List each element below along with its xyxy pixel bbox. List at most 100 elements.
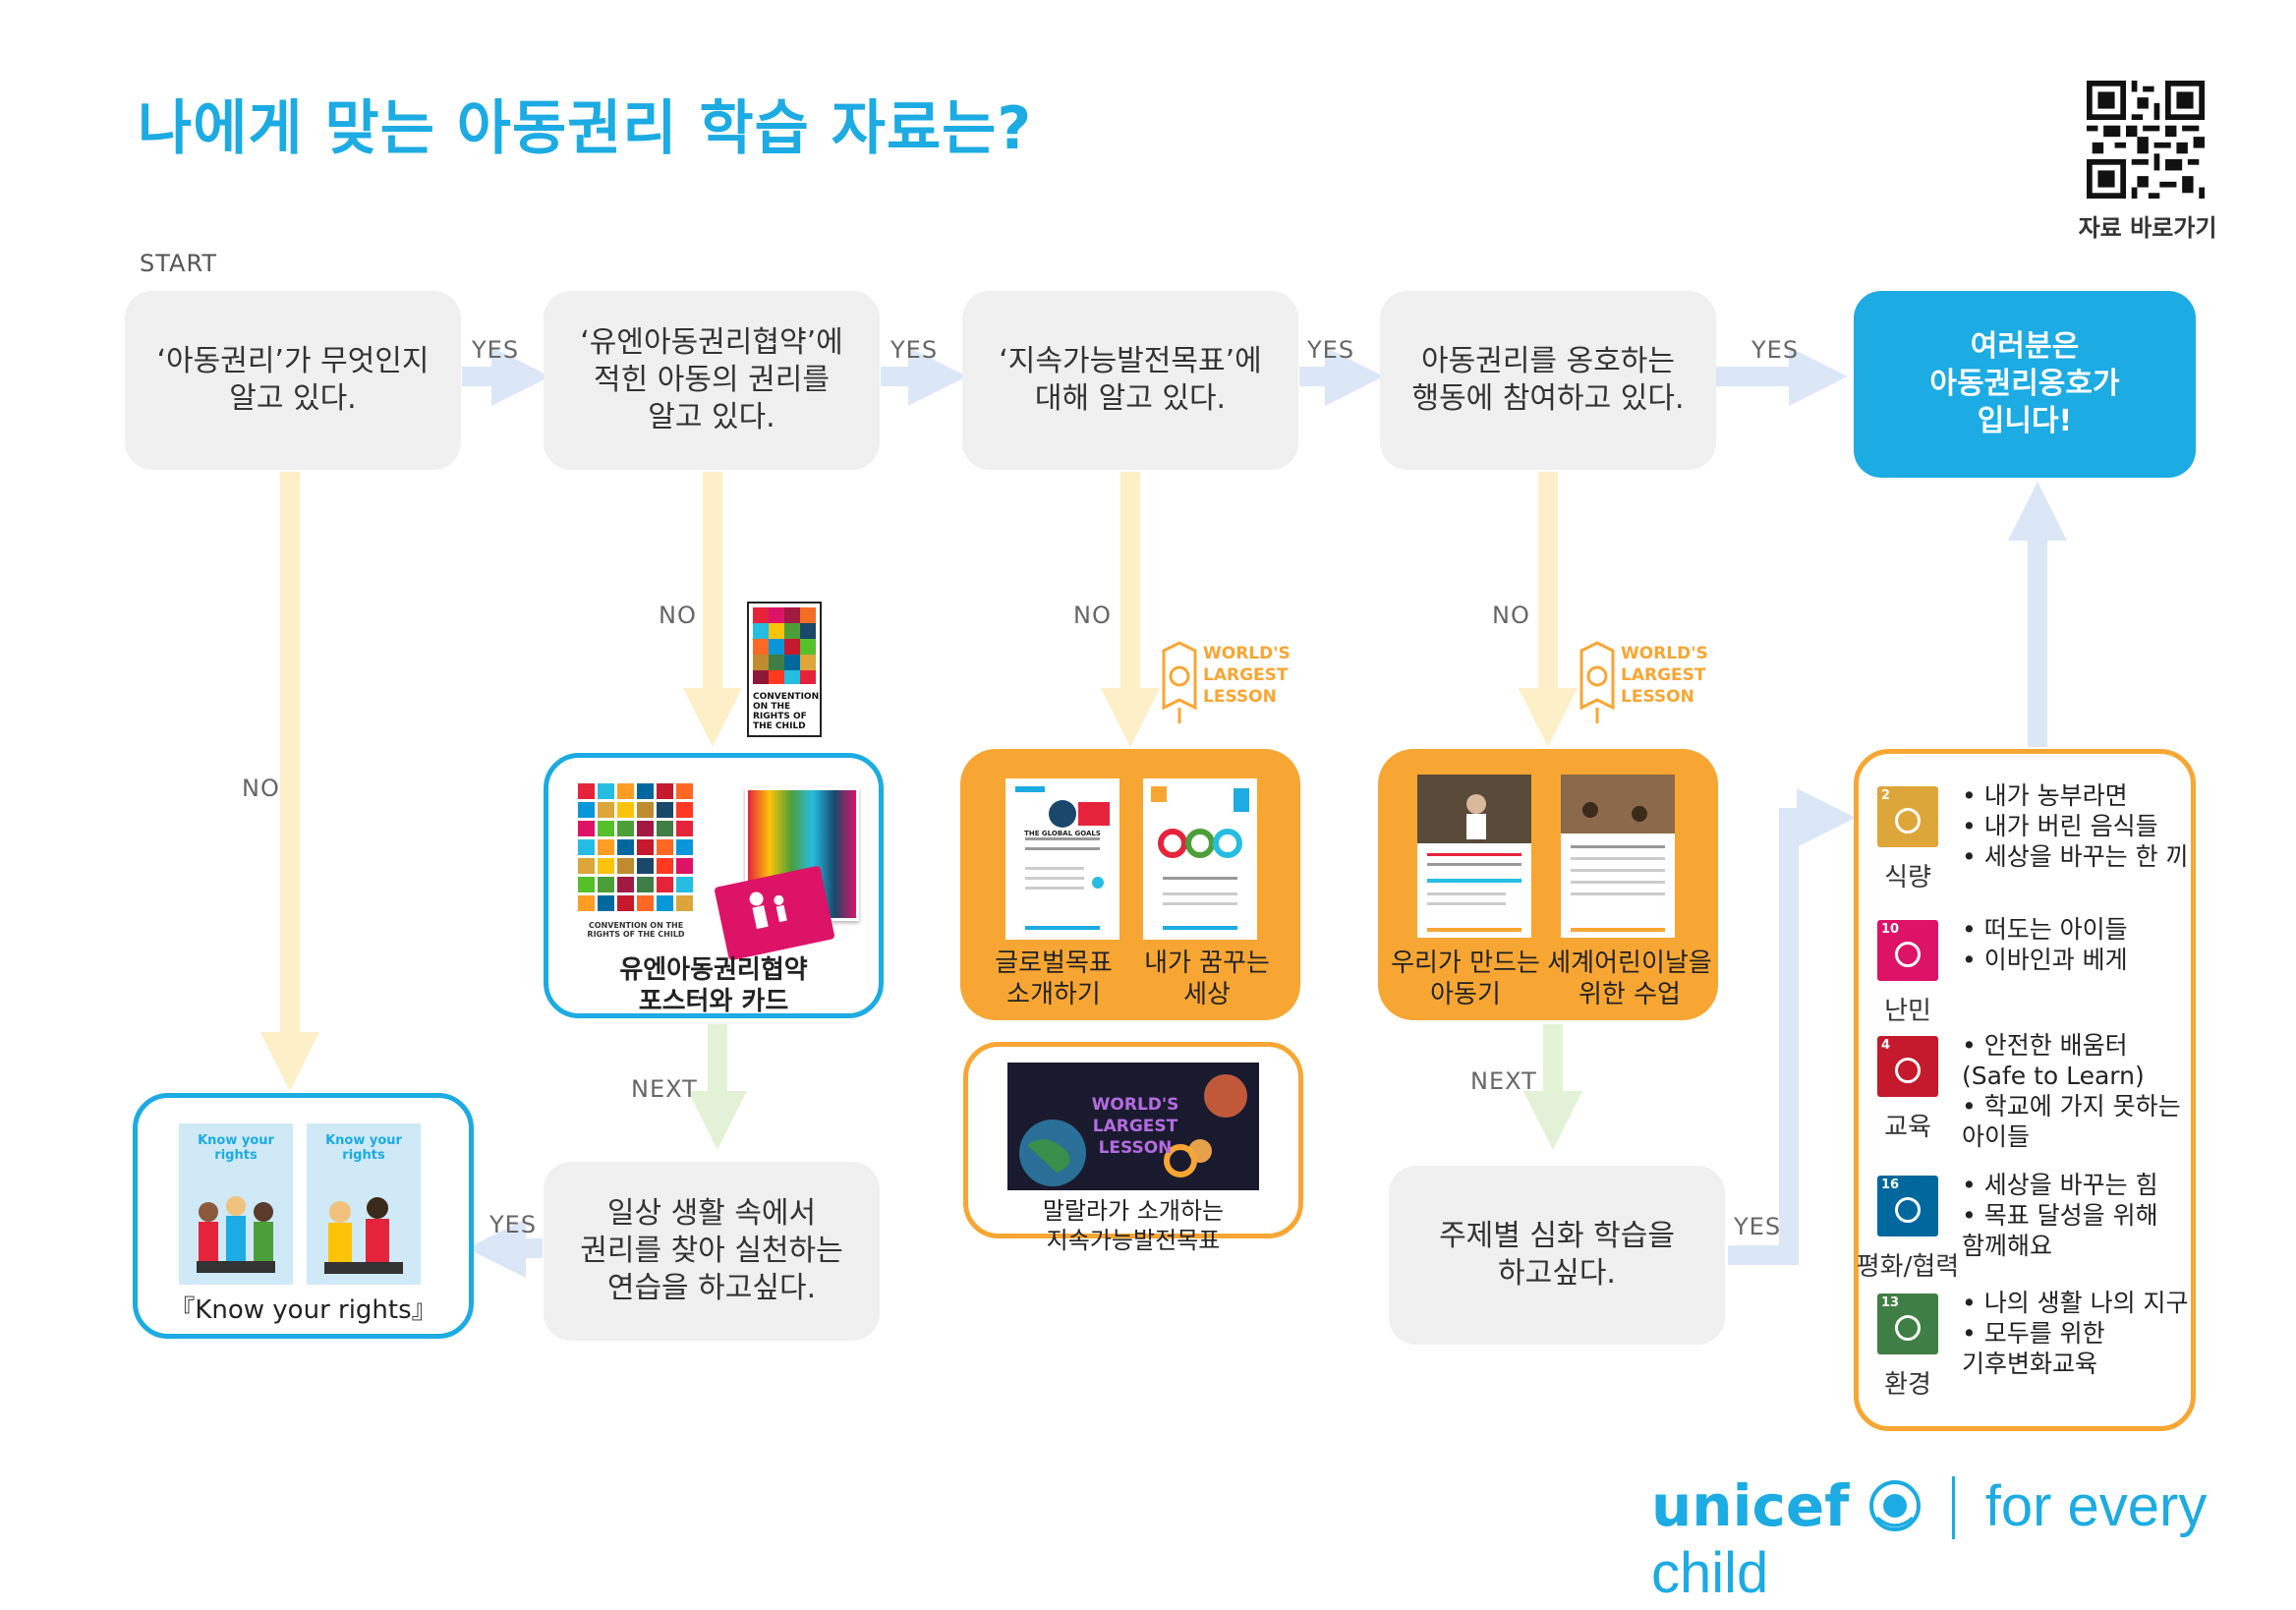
crc-article-tile [617,858,634,874]
dream-world-doc-graphic [1151,786,1249,930]
global-goals-doc: THE GLOBAL GOALS [1005,778,1119,940]
crc-article-tile [637,877,654,892]
unicef-wordmark: unicef [1651,1472,1850,1539]
practice-box: 일상 생활 속에서 권리를 찾아 실천하는 연습을 하고싶다. [544,1162,880,1341]
crc-article-tile [657,858,673,874]
crc-article-tile [637,895,654,911]
sdg-13-badge: 13 [1877,1294,1938,1354]
unicef-globe-icon [1868,1480,1921,1531]
crc-article-tile [657,895,673,911]
sdg-topic-name: 난민 [1884,997,1931,1026]
crc-article-tile [657,783,673,799]
worldday-doc [1561,775,1675,938]
crc-article-tile [578,783,595,799]
crc-article-tile [598,783,614,799]
final-result-box: 여러분은 아동권리옹호가 입니다! [1854,291,2196,478]
sdg-topic-name: 환경 [1884,1370,1931,1400]
crc-article-tile [617,877,634,892]
crc-article-tile [617,895,634,911]
resource-crc-poster-cards[interactable]: CONVENTION ON THE RIGHTS OF THE CHILD 유엔… [544,753,884,1018]
crc-article-tile [637,821,654,836]
sdg-topic-lessons[interactable]: • 내가 농부라면 • 내가 버린 음식들 • 세상을 바꾸는 한 끼 [1962,781,2189,871]
sdg-16-badge: 16 [1877,1176,1938,1236]
crc-article-tile [617,839,634,855]
sdg-topic-lessons[interactable]: • 안전한 배움터 (Safe to Learn) • 학교에 가지 못하는 아… [1962,1031,2181,1151]
crc-caption: 유엔아동권리협약 포스터와 카드 [619,955,808,1016]
sdg-2-badge: 2 [1877,786,1938,847]
planets-illustration-icon [1019,1074,1247,1186]
crc-article-tile [637,839,654,855]
crc-article-tile [578,877,595,892]
decision-box-know-crc: ‘유엔아동권리협약’에 적힌 아동의 권리를 알고 있다. [544,291,880,470]
crc-article-tile [657,839,673,855]
crc-card [714,865,835,961]
crc-article-tile [657,802,673,818]
childhood-caption: 우리가 만드는 아동기 [1391,949,1540,1009]
crc-article-tile [578,858,595,874]
childhood-doc-graphic [1417,775,1531,932]
resource-childrens-day[interactable]: 우리가 만드는 아동기 세계어린이날을 위한 수업 [1378,749,1718,1020]
resource-malala-video[interactable]: WORLD'S LARGEST LESSON 말랄라가 소개하는 지속가능발전목… [963,1042,1303,1254]
know-rights-cover-1: Know your rights [179,1123,293,1285]
malala-caption: 말랄라가 소개하는 지속가능발전목표 [1042,1197,1225,1254]
crc-article-tile [637,802,654,818]
no-label-1: NO [242,775,280,802]
sdg-number: 4 [1881,1038,1891,1053]
worldday-doc-graphic [1561,775,1675,932]
unicef-logo: unicef for every child [1651,1472,2296,1606]
crc-article-tile [657,821,673,836]
malala-video-thumbnail: WORLD'S LARGEST LESSON [1007,1063,1259,1190]
wll-book-icon [1579,641,1615,723]
equality-icon [1895,942,1921,967]
crc-article-tile [598,802,614,818]
wll-badge-text-1: WORLD'S LARGEST LESSON [1203,644,1291,707]
crc-badge-text: CONVENTION ON THE RIGHTS OF THE CHILD [753,692,820,731]
dream-world-caption: 내가 꿈꾸는 세상 [1144,949,1270,1009]
crc-article-tile [676,783,693,799]
sdg-number: 16 [1881,1178,1900,1192]
crc-article-tile [578,895,595,911]
crc-poster-text: CONVENTION ON THE RIGHTS OF THE CHILD [587,921,685,939]
yes-arrow-deep [1728,788,1856,1265]
crc-article-tile [598,839,614,855]
sdg-topic-lessons[interactable]: • 세상을 바꾸는 힘 • 목표 달성을 위해 함께해요 [1962,1171,2158,1260]
global-goals-doc-graphic [1015,786,1110,930]
childhood-doc [1417,775,1531,938]
start-label: START [140,250,218,277]
decision-box-advocacy: 아동권리를 옹호하는 행동에 참여하고 있다. [1380,291,1716,470]
wll-badge-2: WORLD'S LARGEST LESSON [1578,639,1708,737]
yes-label-3: YES [1307,336,1355,364]
crc-article-tile [617,821,634,836]
resource-global-goals[interactable]: THE GLOBAL GOALS 글로벌목표 소개하기 내가 꿈꾸는 세상 [960,749,1300,1020]
crc-article-tile [578,802,595,818]
sdg-10-badge: 10 [1877,920,1938,981]
know-rights-caption: 『Know your rights』 [169,1295,437,1325]
resource-know-your-rights[interactable]: Know your rights Know your rights 『Know … [133,1093,474,1339]
children-illustration-icon [324,1197,403,1274]
next-label-1: NEXT [631,1075,698,1103]
crc-article-tile [598,877,614,892]
crc-article-tile [598,821,614,836]
no-label-4: NO [1492,602,1530,629]
qr-label: 자료 바로가기 [2078,214,2217,242]
cover-title-1: Know your rights [198,1133,274,1163]
crc-article-tile [676,895,693,911]
wll-badge-1: WORLD'S LARGEST LESSON [1160,639,1291,737]
sdg-topic-name: 식량 [1884,863,1931,892]
global-goals-caption: 글로벌목표 소개하기 [995,949,1113,1009]
family-icon [749,891,787,930]
qr-code-icon [2087,81,2205,199]
dove-icon [1895,1197,1921,1223]
sdg-topic-lessons[interactable]: • 나의 생활 나의 지구 • 모두를 위한 기후변화교육 [1962,1289,2189,1378]
sdg-topic-name: 교육 [1884,1113,1931,1142]
eye-earth-icon [1895,1315,1921,1341]
sdg-topic-lessons[interactable]: • 떠도는 아이들 • 이바인과 베게 [1962,915,2128,974]
crc-badge: CONVENTION ON THE RIGHTS OF THE CHILD [747,602,822,737]
crc-article-tile [617,783,634,799]
qr-code[interactable] [2087,81,2205,199]
crc-article-tile [676,821,693,836]
next-label-2: NEXT [1470,1067,1537,1095]
food-bowl-icon [1895,808,1921,834]
decision-box-know-sdg: ‘지속가능발전목표’에 대해 알고 있다. [962,291,1298,470]
